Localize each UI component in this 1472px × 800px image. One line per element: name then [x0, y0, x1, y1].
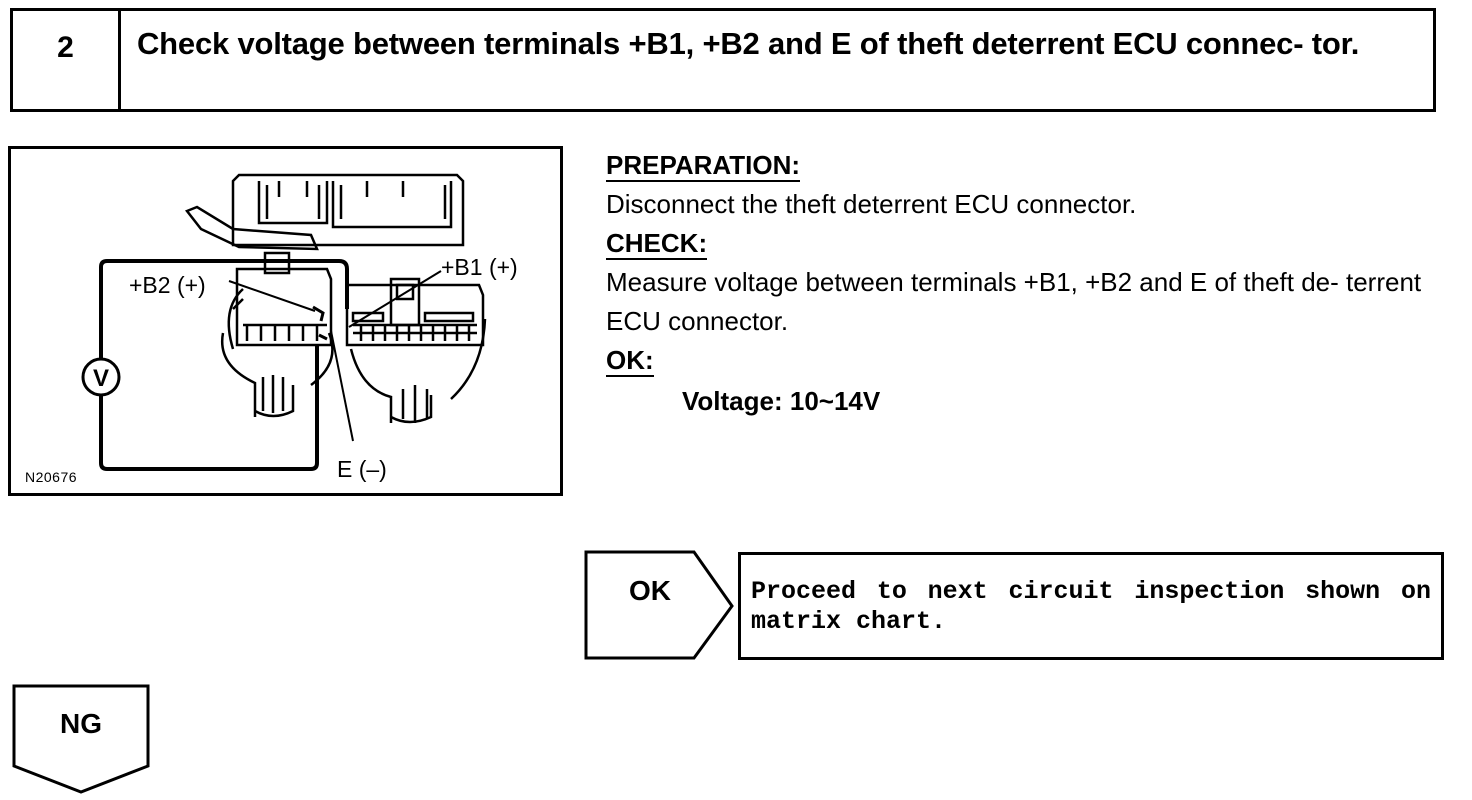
ng-arrow-icon — [12, 684, 150, 794]
connector-illustration: V — [81, 173, 487, 471]
ok-label: OK — [629, 575, 671, 606]
preparation-text: Disconnect the theft deterrent ECU conne… — [606, 189, 1137, 219]
label-b2: +B2 (+) — [129, 272, 206, 298]
ok-arrow-icon — [584, 550, 734, 660]
voltmeter-symbol: V — [93, 365, 109, 392]
step-header: 2 Check voltage between terminals +B1, +… — [10, 8, 1436, 112]
step-title: Check voltage between terminals +B1, +B2… — [137, 26, 1360, 61]
check-heading: CHECK: — [606, 228, 708, 260]
preparation-heading: PREPARATION: — [606, 150, 801, 182]
figure-id: N20676 — [25, 469, 78, 485]
step-number: 2 — [13, 11, 121, 109]
label-e: E (–) — [337, 456, 387, 482]
ng-label: NG — [60, 708, 102, 739]
check-text: Measure voltage between terminals +B1, +… — [606, 267, 1422, 336]
instructions: PREPARATION: Disconnect the theft deterr… — [606, 146, 1456, 421]
ok-heading: OK: — [606, 345, 654, 377]
ok-spec: Voltage: 10~14V — [682, 386, 881, 416]
ok-result-box: Proceed to next circuit inspection shown… — [738, 552, 1444, 660]
label-b1: +B1 (+) — [441, 254, 518, 280]
connector-figure: V +B2 (+) +B1 (+) E (–) N20676 — [8, 146, 563, 496]
